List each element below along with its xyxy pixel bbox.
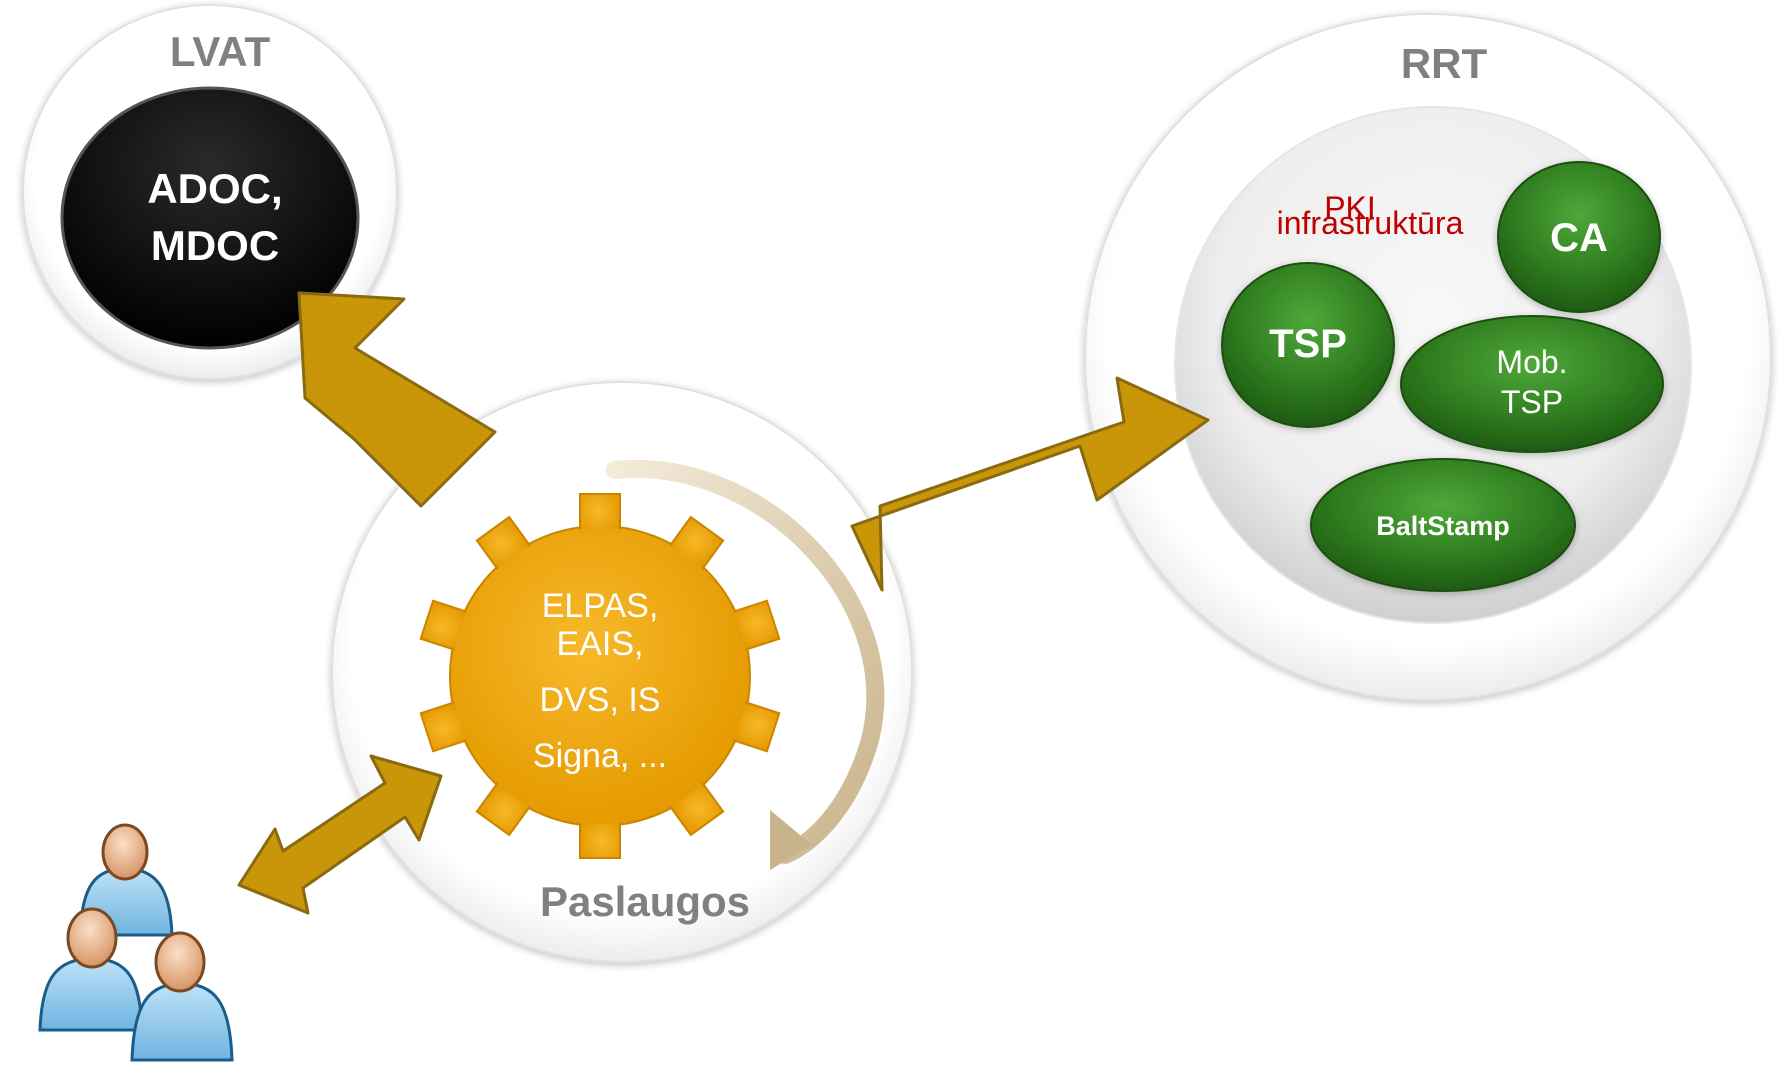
rrt-title: RRT (1400, 40, 1488, 87)
service-line2: EAIS, (556, 625, 644, 663)
service-line4: Signa, ... (532, 737, 668, 775)
baltstamp-label: BaltStamp (1376, 511, 1510, 541)
arrow-to-lvat (297, 291, 497, 508)
service-line1: ELPAS, (541, 587, 659, 625)
gear-icon (419, 493, 781, 859)
pki-label-line1: PKI (1324, 190, 1376, 226)
tsp-label: TSP (1269, 322, 1347, 366)
pki-label-line2: infrastruktūra (1276, 205, 1464, 241)
arrow-users-services (237, 754, 443, 915)
mob-label-line2: TSP (1500, 384, 1564, 420)
baltstamp-node (1310, 458, 1576, 592)
lvat-title: LVAT (169, 28, 271, 75)
ca-label: CA (1550, 216, 1608, 260)
service-line3: DVS, IS (539, 681, 661, 719)
mdoc-label: MDOC (150, 222, 280, 269)
cycle-loop-arrowhead (770, 810, 812, 870)
tsp-node (1221, 262, 1395, 428)
ca-node (1497, 161, 1661, 313)
arrow-to-rrt-body (850, 376, 1210, 592)
users-icon (38, 823, 234, 1062)
adoc-label: ADOC, (147, 165, 283, 212)
cycle-loop-arrow (606, 459, 885, 864)
mob-label-line1: Mob. (1496, 344, 1568, 380)
adoc-mdoc-node (60, 86, 360, 350)
services-title: Paslaugos (539, 878, 751, 925)
mob-tsp-node (1400, 315, 1664, 453)
